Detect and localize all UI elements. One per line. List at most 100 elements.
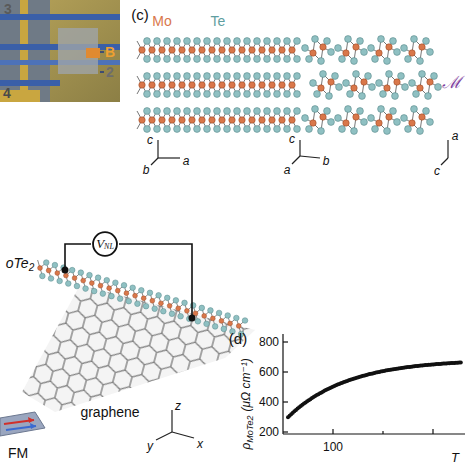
mo-atom [64, 273, 69, 278]
te-atom [184, 56, 191, 63]
te-atom [204, 321, 210, 327]
voltage-subscript: NL [104, 242, 114, 251]
te-atom [244, 56, 251, 63]
tick-label: 100 [323, 441, 343, 453]
te-atom [339, 126, 346, 133]
axis-title-group: ρMoTe2(μΩ cm⁻¹) [237, 358, 255, 449]
te-atom [224, 38, 231, 45]
te-atom [345, 36, 352, 43]
te-atom [306, 56, 313, 63]
mo-atom [310, 50, 316, 56]
atom-label: Mo [152, 14, 171, 28]
mo-atom [229, 82, 235, 88]
te-atom [332, 73, 339, 80]
axis-subscript: MoTe2 [245, 416, 255, 443]
mo-atom [239, 82, 245, 88]
te-atom [156, 293, 162, 299]
te-atom [57, 278, 63, 284]
te-atom [204, 91, 211, 98]
te-atom [174, 38, 181, 45]
te-atom [194, 91, 201, 98]
te-atom [164, 38, 171, 45]
te-atom [83, 286, 89, 292]
te-atom [178, 314, 184, 320]
te-atom [390, 38, 397, 45]
te-atom [384, 58, 391, 65]
mo-atom [133, 293, 138, 298]
te-atom [91, 288, 97, 294]
mo-atom [98, 283, 103, 288]
te-atom [225, 313, 231, 319]
te-atom [417, 128, 424, 135]
te-atom [361, 49, 368, 56]
mo-atom [139, 47, 145, 53]
te-atom [244, 126, 251, 133]
mo-atom [361, 79, 367, 85]
te-atom [144, 56, 151, 63]
te-atom [182, 300, 188, 306]
circle-outline-shape [93, 232, 117, 256]
te-atom [343, 80, 350, 87]
mo-atom [169, 82, 175, 88]
mo-atom [269, 117, 275, 123]
te-atom [234, 126, 241, 133]
te-atom [294, 38, 301, 45]
te-atom [392, 93, 399, 100]
te-atom [347, 91, 354, 98]
te-atom [369, 84, 376, 91]
mo-atom [219, 82, 225, 88]
crystal-axes [151, 140, 448, 165]
mo-atom [46, 268, 51, 273]
te-atom [359, 93, 366, 100]
te-atom [326, 93, 333, 100]
axis-label: c [147, 134, 153, 146]
te-atom [312, 36, 319, 43]
te-atom [274, 108, 281, 115]
mo-atom [169, 117, 175, 123]
te-atom [318, 128, 325, 135]
mo-atom [353, 114, 359, 120]
te-atom [147, 290, 153, 296]
te-atom [419, 71, 426, 78]
axis-label: b [143, 164, 150, 176]
te-atom [121, 282, 127, 288]
mo-atom [199, 82, 205, 88]
mo-atom [409, 120, 415, 126]
te-atom [372, 56, 379, 63]
te-atom [154, 126, 161, 133]
mo-atom [417, 85, 423, 91]
mo-atom [419, 114, 425, 120]
te-atom [104, 277, 110, 283]
te-atom [113, 280, 119, 286]
mo-atom [159, 117, 165, 123]
device-photo [0, 0, 120, 102]
mo-atom [159, 301, 164, 306]
te-atom [184, 38, 191, 45]
axis-label: c [434, 165, 440, 177]
te-atom [135, 301, 141, 307]
callout-number: 3 [4, 2, 12, 16]
te-atom [40, 273, 46, 279]
te-atom [87, 272, 93, 278]
callout-number: 4 [3, 86, 11, 100]
te-atom [314, 91, 321, 98]
te-atom [417, 58, 424, 65]
te-atom [214, 56, 221, 63]
te-atom [164, 91, 171, 98]
mo-atom [343, 50, 349, 56]
atom-label: Te [211, 14, 226, 28]
te-atom [174, 108, 181, 115]
axis-label: x [197, 438, 203, 450]
mo-atom [343, 120, 349, 126]
material-subscript: 2 [29, 262, 35, 273]
te-atom [294, 91, 301, 98]
te-atom [351, 58, 358, 65]
te-atom [413, 91, 420, 98]
te-atom [368, 45, 375, 52]
tick-label: 800 [259, 336, 279, 348]
te-atom [423, 38, 430, 45]
mo-atom [159, 47, 165, 53]
te-atom [274, 126, 281, 133]
